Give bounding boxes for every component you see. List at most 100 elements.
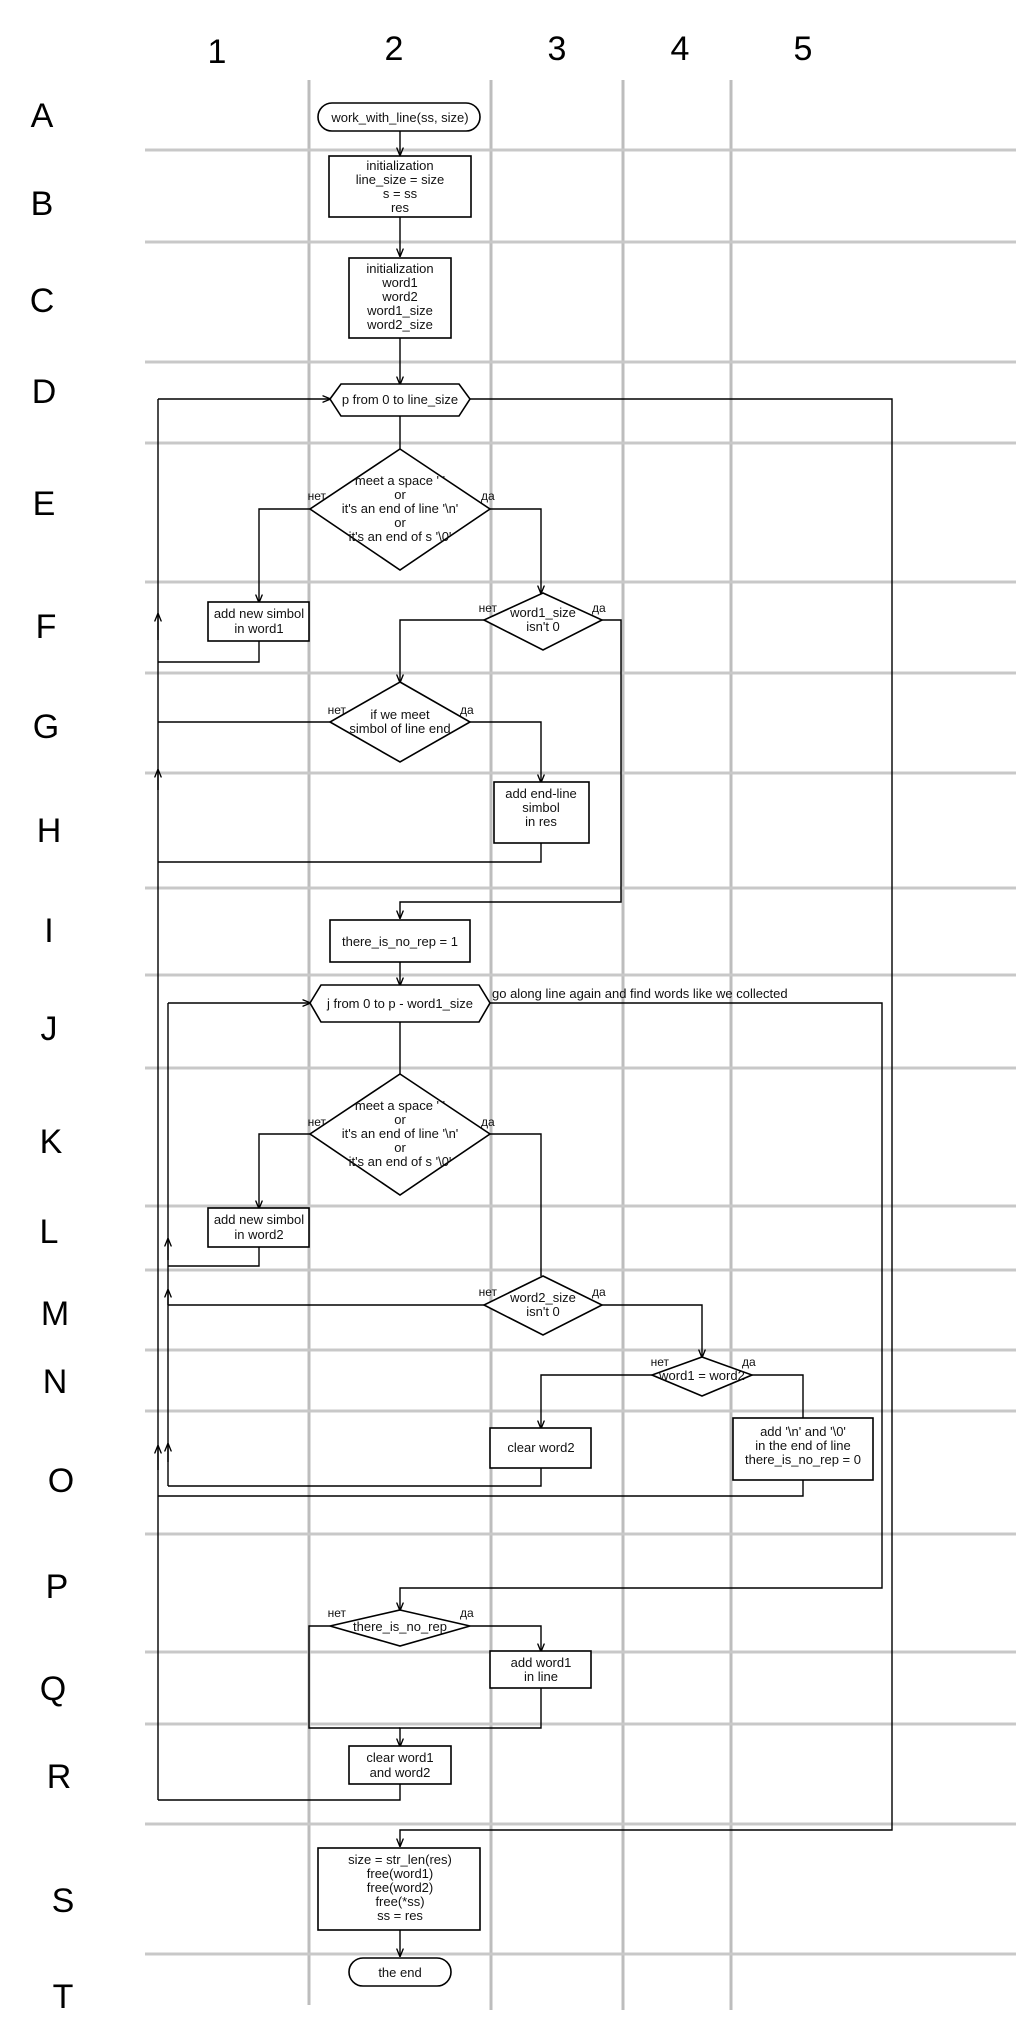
words-equal-label: word1 = word2 [658, 1368, 745, 1383]
space2-no-label: нет [308, 1115, 327, 1129]
nodes: work_with_line(ss, size) initialization … [207, 102, 874, 1987]
space1-line-2: or [394, 487, 406, 502]
w2size-no-label: нет [479, 1285, 498, 1299]
row-header-h: H [37, 812, 62, 850]
space1-line-4: or [394, 515, 406, 530]
start-label: work_with_line(ss, size) [330, 110, 468, 125]
init2-line-5: word2_size [366, 317, 433, 332]
final-line-3: free(word2) [367, 1880, 433, 1895]
init2-line-1: initialization [366, 261, 433, 276]
row-header-f: F [36, 608, 57, 646]
w2size-yes-label: да [592, 1285, 606, 1299]
space1-line-5: it's an end of s '\0' [349, 529, 452, 544]
add-w1-line-2: in word1 [234, 621, 283, 636]
column-headers: 1 2 3 4 5 [208, 30, 813, 71]
space2-line-4: or [394, 1140, 406, 1155]
w2size-line-1: word2_size [509, 1290, 576, 1305]
final-line-4: free(*ss) [375, 1894, 424, 1909]
clear-both-line-1: clear word1 [366, 1750, 433, 1765]
clear-both-line-2: and word2 [370, 1765, 431, 1780]
decision-word2-size: word2_size isn't 0 нет да [479, 1275, 606, 1336]
add-endline-block: add end-line simbol in res [493, 781, 590, 844]
loop-j-note: go along line again and find words like … [492, 986, 788, 1001]
add-nl-line-2: in the end of line [755, 1438, 850, 1453]
column-header-2: 2 [385, 30, 404, 68]
space2-yes-label: да [481, 1115, 495, 1129]
connectors [158, 131, 893, 1956]
row-header-r: R [47, 1758, 72, 1796]
space2-line-1: meet a space ' ' [355, 1098, 445, 1113]
add-word1-line-block: add word1 in line [489, 1650, 592, 1689]
final-line-1: size = str_len(res) [348, 1852, 452, 1867]
start-terminator: work_with_line(ss, size) [317, 102, 481, 132]
add-endline-line-1: add end-line [505, 786, 577, 801]
add-w2-line-2: in word2 [234, 1227, 283, 1242]
column-header-3: 3 [548, 30, 567, 68]
row-header-t: T [53, 1978, 74, 2016]
init1-line-3: s = ss [383, 186, 418, 201]
row-header-d: D [32, 373, 57, 411]
w2size-line-2: isn't 0 [526, 1304, 560, 1319]
w1size-line-1: word1_size [509, 605, 576, 620]
clear-w2-label: clear word2 [507, 1440, 574, 1455]
final-line-5: ss = res [377, 1908, 423, 1923]
end-label: the end [378, 1965, 421, 1980]
column-header-1: 1 [208, 33, 227, 71]
row-header-m: M [41, 1295, 69, 1333]
row-header-e: E [33, 485, 56, 523]
loop-p-label: p from 0 to line_size [342, 392, 458, 407]
row-header-c: C [30, 282, 55, 320]
add-w1-line-1: add new simbol [214, 606, 304, 621]
row-header-p: P [46, 1568, 69, 1606]
space1-yes-label: да [481, 489, 495, 503]
add-nl-line-1: add '\n' and '\0' [760, 1424, 846, 1439]
w1size-no-label: нет [479, 601, 498, 615]
add-symbol-word1-block: add new simbol in word1 [207, 601, 310, 642]
row-header-s: S [52, 1882, 75, 1920]
decision-words-equal: word1 = word2 нет да [649, 1355, 756, 1397]
add-endline-line-3: in res [525, 814, 557, 829]
lineend-line-1: if we meet [370, 707, 430, 722]
final-line-2: free(word1) [367, 1866, 433, 1881]
w1size-yes-label: да [592, 601, 606, 615]
space1-line-1: meet a space ' ' [355, 473, 445, 488]
norep-set-block: there_is_no_rep = 1 [329, 919, 471, 963]
add-nl-line-3: there_is_no_rep = 0 [745, 1452, 861, 1467]
norep-cond-label: there_is_no_rep [353, 1619, 447, 1634]
row-header-k: K [40, 1123, 63, 1161]
init2-line-4: word1_size [366, 303, 433, 318]
row-header-a: A [31, 97, 54, 135]
decision-no-rep: there_is_no_rep нет да [328, 1606, 474, 1647]
row-header-b: B [31, 185, 54, 223]
init-block-2: initialization word1 word2 word1_size wo… [348, 257, 452, 339]
decision-word1-size: word1_size isn't 0 нет да [479, 592, 606, 651]
row-header-n: N [43, 1363, 68, 1401]
lineend-yes-label: да [460, 703, 474, 717]
add-newline-block: add '\n' and '\0' in the end of line the… [732, 1417, 874, 1481]
clear-both-block: clear word1 and word2 [348, 1745, 452, 1785]
equal-yes-label: да [742, 1355, 756, 1369]
init1-line-4: res [391, 200, 410, 215]
grid [145, 80, 1016, 2010]
add-w1-line-line-1: add word1 [511, 1655, 572, 1670]
decision-line-end: if we meet simbol of line end нет да [328, 681, 474, 763]
row-header-j: J [41, 1010, 58, 1048]
decision-space-2: meet a space ' ' or it's an end of line … [308, 1073, 495, 1196]
clear-word2-block: clear word2 [489, 1427, 592, 1469]
row-header-l: L [40, 1213, 59, 1251]
init1-line-2: line_size = size [356, 172, 445, 187]
loop-j-label: j from 0 to p - word1_size [326, 996, 473, 1011]
row-headers: A B C D E F G H I J K L M N O P Q R S T [30, 97, 75, 2016]
norep-set-label: there_is_no_rep = 1 [342, 934, 458, 949]
w1size-line-2: isn't 0 [526, 619, 560, 634]
space1-line-3: it's an end of line '\n' [342, 501, 459, 516]
row-header-q: Q [40, 1670, 66, 1708]
add-endline-line-2: simbol [522, 800, 560, 815]
decision-space-1: meet a space ' ' or it's an end of line … [308, 448, 495, 571]
norep-yes-label: да [460, 1606, 474, 1620]
init1-line-1: initialization [366, 158, 433, 173]
space1-no-label: нет [308, 489, 327, 503]
row-header-g: G [33, 708, 59, 746]
loop-j-hexagon: j from 0 to p - word1_size go along line… [309, 984, 788, 1023]
